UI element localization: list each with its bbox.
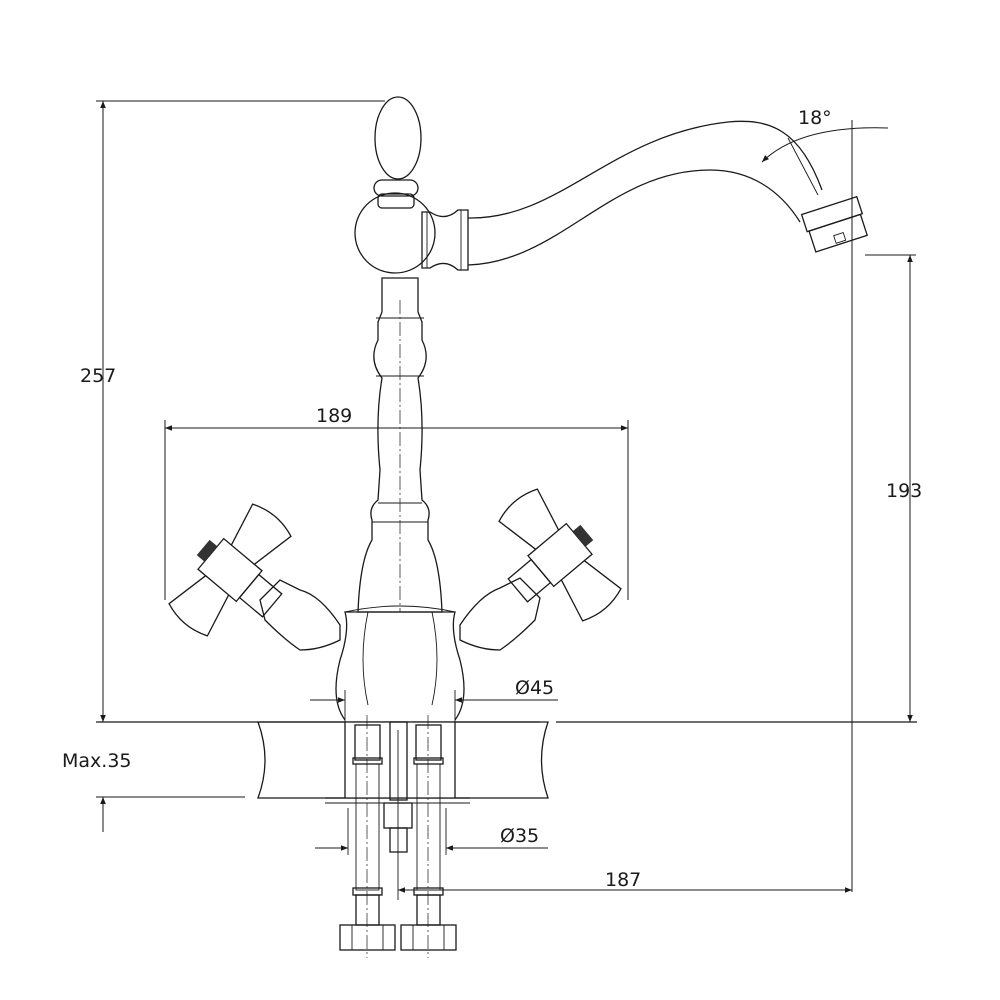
dimension-18-deg (761, 120, 889, 892)
dimension-257 (96, 100, 385, 722)
label-257: 257 (80, 365, 116, 387)
spout (421, 120, 869, 271)
dimension-193 (865, 254, 916, 722)
countertop-section (257, 721, 549, 804)
dimension-max35 (96, 796, 245, 832)
supply-hose-left (339, 715, 396, 958)
label-187: 187 (605, 869, 641, 891)
spout-ball-joint (354, 179, 436, 274)
faucet-base (335, 605, 465, 721)
mounting-stud (383, 721, 413, 900)
label-diameter-45: Ø45 (515, 677, 554, 699)
label-193: 193 (886, 480, 922, 502)
top-finial (374, 96, 422, 180)
dimension-45 (310, 690, 558, 722)
label-max-35: Max.35 (62, 750, 132, 772)
faucet-column (357, 277, 443, 613)
label-18-deg: 18° (798, 107, 832, 129)
dimension-189 (164, 420, 629, 600)
handle-left (168, 503, 341, 651)
handle-right (459, 488, 622, 651)
label-189: 189 (316, 405, 352, 427)
label-diameter-35: Ø35 (500, 825, 539, 847)
dimension-35 (315, 808, 548, 855)
